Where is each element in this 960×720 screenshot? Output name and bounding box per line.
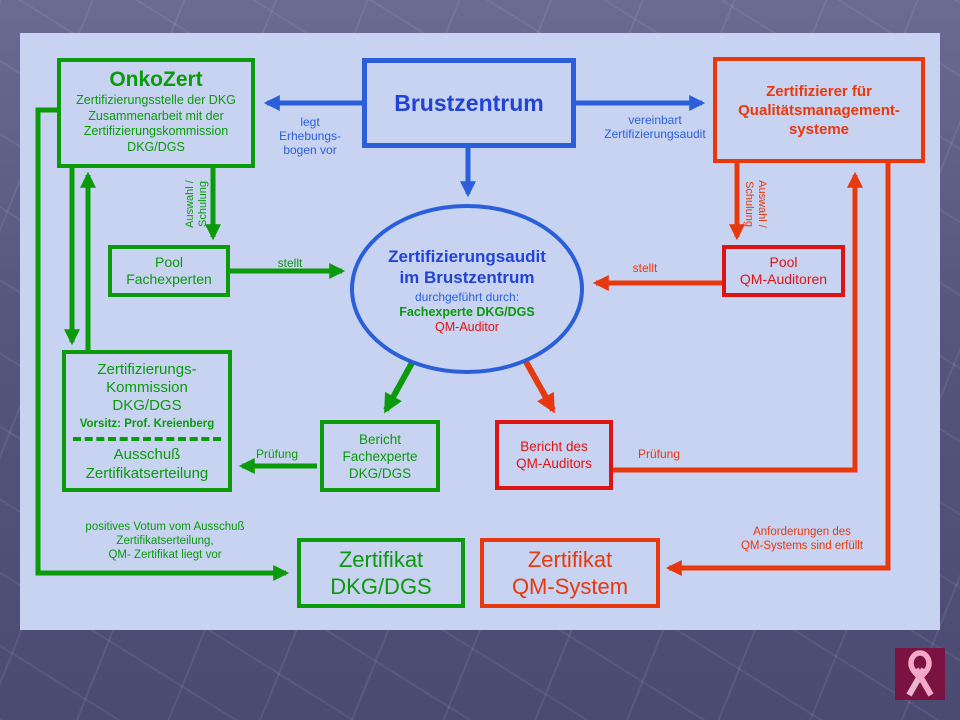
bericht-qm-line: Bericht des (520, 439, 588, 454)
brustzentrum-title: Brustzentrum (394, 89, 544, 116)
label-auswahl-schulung-rechts: Auswahl / Schulung (743, 180, 768, 228)
box-zertifikat-dkg: Zertifikat DKG/DGS (297, 538, 465, 608)
pool-fachexperten-line: Fachexperten (126, 271, 212, 287)
label-pruefung-links: Prüfung (255, 447, 299, 461)
audit-title-line: Zertifizierungsaudit (388, 246, 546, 266)
pool-qm-line: QM-Auditoren (739, 271, 828, 287)
pool-qm-line: Pool (769, 254, 798, 270)
pink-ribbon-logo (895, 648, 945, 700)
arrow-zertifizierer-to-zertifikat-qm (665, 163, 891, 577)
box-bericht-qm-auditor: Bericht des QM-Auditors (495, 420, 613, 490)
zertifikat-qm-line: Zertifikat (527, 547, 613, 572)
onkozert-line: DKG/DGS (127, 139, 185, 154)
label-stellt-rechts: stellt (632, 261, 658, 275)
box-bericht-fachexperte: Bericht Fachexperte DKG/DGS (320, 420, 440, 492)
zertifizierer-line: Zertifizierer für (766, 82, 872, 100)
kommission-line: Zertifizierungs- (97, 361, 197, 378)
label-auswahl-schulung-links: Auswahl / Schulung (184, 180, 209, 228)
onkozert-line: Zusammenarbeit mit der (88, 108, 224, 123)
arrow-audit-to-bericht-qm (522, 358, 556, 414)
onkozert-title: OnkoZert (109, 68, 203, 91)
onkozert-line: Zertifizierungskommission (83, 124, 229, 138)
ellipse-zertifizierungsaudit: Zertifizierungsaudit im Brustzentrum dur… (350, 204, 584, 374)
audit-title-line: im Brustzentrum (399, 267, 535, 287)
bericht-fachexperte-line: Bericht (358, 431, 402, 447)
label-stellt-links: stellt (277, 256, 303, 270)
kommission-line: Kommission (106, 379, 188, 396)
audit-subtitle: durchgeführt durch: (414, 289, 520, 304)
onkozert-line: Zertifizierungsstelle der DKG (76, 93, 236, 107)
audit-actor-fachexperte: Fachexperte DKG/DGS (399, 304, 535, 319)
zertifikat-dkg-line: DKG/DGS (330, 574, 432, 599)
ausschuss-line: Ausschuß (113, 446, 181, 463)
ausschuss-line: Zertifikatserteilung (85, 465, 209, 482)
label-positives-votum: positives Votum vom Ausschuß Zertifikats… (85, 521, 245, 561)
arrow-bericht-qm-to-zertifizierer (613, 171, 864, 473)
box-onkozert: OnkoZert Zertifizierungsstelle der DKG Z… (57, 58, 255, 168)
label-legt-erhebungsbogen: legt Erhebungs- bogen vor (278, 115, 342, 157)
pool-fachexperten-line: Pool (154, 254, 184, 270)
box-zertifikat-qm: Zertifikat QM-System (480, 538, 660, 608)
bericht-fachexperte-line: Fachexperte (342, 448, 418, 464)
kommission-chair: Vorsitz: Prof. Kreienberg (79, 418, 215, 430)
box-pool-qm-auditoren: Pool QM-Auditoren (722, 245, 845, 297)
audit-actor-qm-auditor: QM-Auditor (435, 319, 499, 334)
box-brustzentrum: Brustzentrum (362, 58, 576, 148)
slide-panel: OnkoZert Zertifizierungsstelle der DKG Z… (20, 33, 940, 630)
arrow-votum-to-zertifikat-dkg (35, 107, 290, 582)
label-pruefung-rechts: Prüfung (637, 447, 681, 461)
box-pool-fachexperten: Pool Fachexperten (108, 245, 230, 297)
box-zertifizierer: Zertifizierer für Qualitätsmanagement- s… (713, 57, 925, 163)
zertifizierer-line: Qualitätsmanagement- (738, 101, 900, 119)
label-vereinbart-audit: vereinbart Zertifizierungsaudit (604, 113, 706, 141)
zertifikat-dkg-line: Zertifikat (338, 547, 424, 572)
kommission-line: DKG/DGS (112, 397, 182, 414)
bericht-qm-line: QM-Auditors (516, 456, 592, 471)
bericht-fachexperte-line: DKG/DGS (348, 465, 412, 481)
label-anforderungen-erfuellt: Anforderungen des QM-Systems sind erfüll… (740, 526, 864, 552)
zertifizierer-line: systeme (788, 120, 850, 138)
divider-dashed (73, 437, 221, 441)
zertifikat-qm-line: QM-System (511, 574, 629, 599)
pink-ribbon-icon (906, 650, 934, 697)
arrow-audit-to-bericht-fachexperte (383, 359, 416, 414)
box-zertifizierungskommission: Zertifizierungs- Kommission DKG/DGS Vors… (62, 350, 232, 492)
